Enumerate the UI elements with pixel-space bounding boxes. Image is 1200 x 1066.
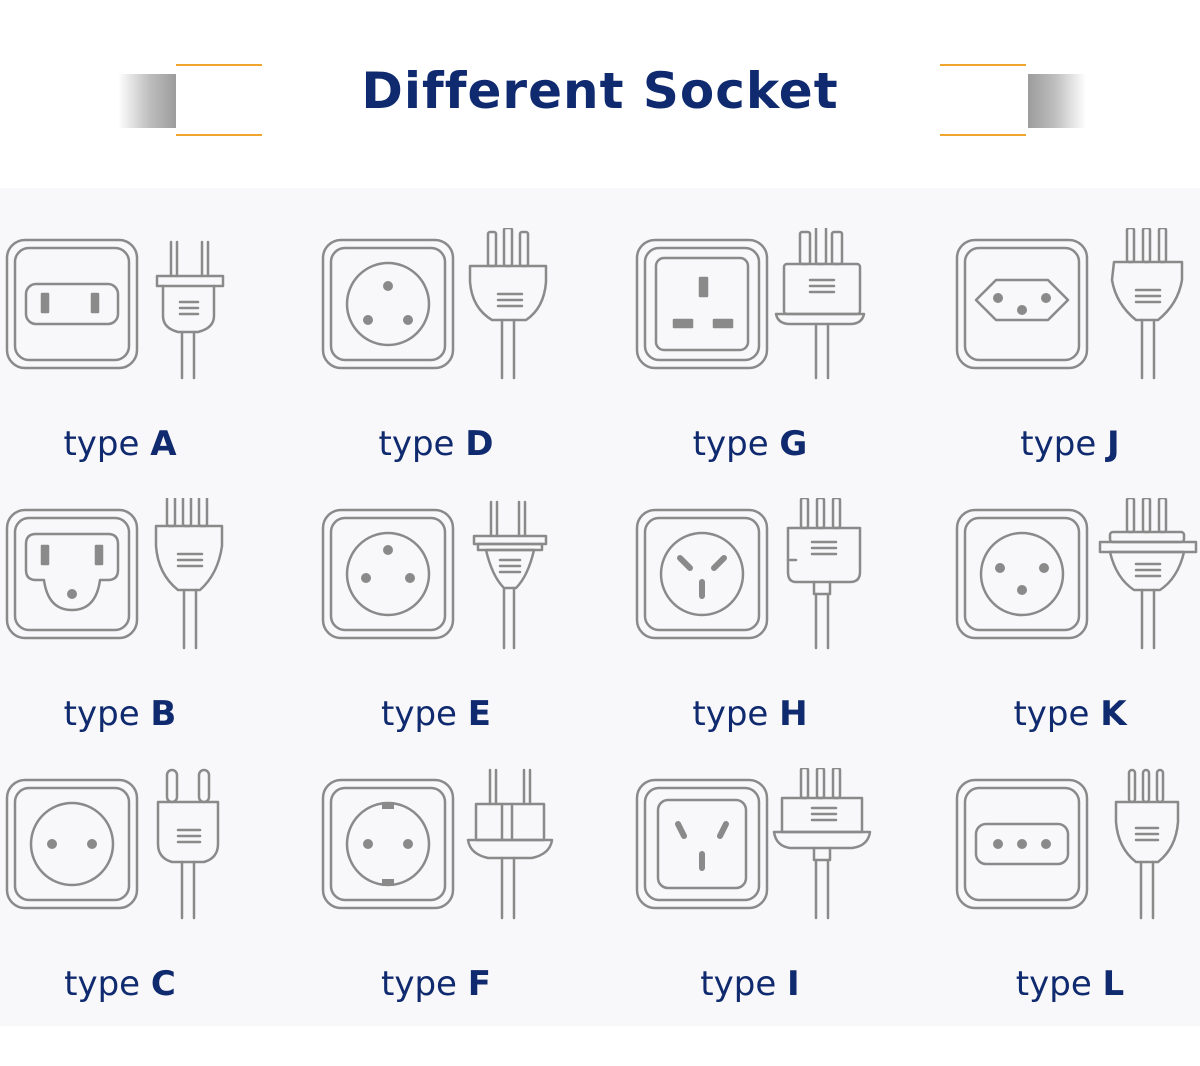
socket-type-card: type K — [950, 498, 1200, 768]
socket-type-card: type G — [630, 228, 930, 498]
type-label: type B — [63, 694, 177, 734]
page-title: Different Socket — [361, 62, 839, 120]
socket-type-card: type A — [0, 228, 300, 498]
type-label: type H — [692, 694, 808, 734]
socket-type-card: type D — [316, 228, 616, 498]
socket-type-card: type L — [950, 768, 1200, 1038]
type-d-socket-plug-icon — [321, 228, 548, 380]
socket-type-card: type C — [0, 768, 300, 1038]
left-decor-line-bottom — [176, 134, 262, 136]
type-label: type E — [381, 694, 491, 734]
type-label: type J — [1020, 424, 1120, 464]
type-h-socket-plug-icon — [635, 498, 862, 650]
left-decor-bar — [118, 74, 176, 128]
socket-type-card: type F — [316, 768, 616, 1038]
socket-type-card: type E — [316, 498, 616, 768]
type-k-socket-plug-icon — [955, 498, 1198, 650]
type-g-socket-plug-icon — [635, 228, 866, 380]
header: Different Socket — [0, 0, 1200, 190]
socket-grid: type A type D — [0, 188, 1200, 1026]
right-decor-bar — [1028, 74, 1086, 128]
type-label: type C — [64, 964, 176, 1004]
socket-type-card: type H — [630, 498, 930, 768]
type-a-socket-plug-icon — [5, 238, 225, 380]
type-j-socket-plug-icon — [955, 228, 1184, 380]
type-c-socket-plug-icon — [5, 768, 220, 920]
right-decor-line-bottom — [940, 134, 1026, 136]
socket-type-card: type I — [630, 768, 930, 1038]
type-l-socket-plug-icon — [955, 768, 1180, 920]
socket-type-card: type B — [0, 498, 300, 768]
type-label: type I — [700, 964, 800, 1004]
left-decor-line-top — [176, 64, 262, 66]
type-e-socket-plug-icon — [321, 500, 548, 650]
type-label: type L — [1015, 964, 1125, 1004]
type-label: type A — [63, 424, 177, 464]
type-f-socket-plug-icon — [321, 768, 554, 920]
type-i-socket-plug-icon — [635, 768, 872, 920]
type-b-socket-plug-icon — [5, 498, 224, 650]
right-decor-line-top — [940, 64, 1026, 66]
type-label: type F — [381, 964, 491, 1004]
socket-type-card: type J — [950, 228, 1200, 498]
type-label: type K — [1013, 694, 1127, 734]
type-label: type G — [692, 424, 808, 464]
type-label: type D — [378, 424, 494, 464]
